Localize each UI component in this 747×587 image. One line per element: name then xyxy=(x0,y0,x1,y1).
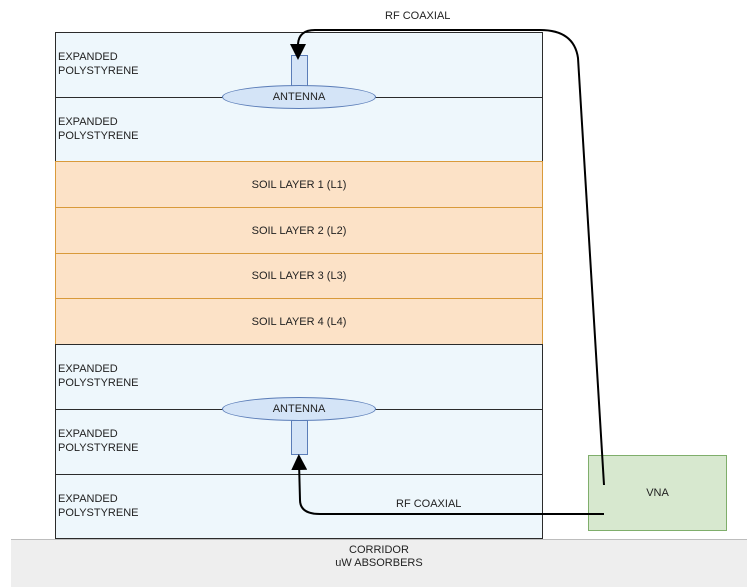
soil-layer-label: SOIL LAYER 4 (L4) xyxy=(251,316,347,328)
antenna-label: ANTENNA xyxy=(272,91,326,103)
corridor-floor: CORRIDOR uW ABSORBERS xyxy=(11,539,747,587)
top-antenna: ANTENNA xyxy=(222,85,376,109)
polystyrene-label: EXPANDED POLYSTYRENE xyxy=(58,493,139,519)
soil-layer-1: SOIL LAYER 1 (L1) xyxy=(55,161,543,207)
corridor-label: CORRIDOR xyxy=(349,544,409,556)
soil-layer-label: SOIL LAYER 2 (L2) xyxy=(251,225,347,237)
absorbers-label: uW ABSORBERS xyxy=(335,557,423,569)
bottom-rf-cable xyxy=(291,454,604,515)
polystyrene-label: EXPANDED POLYSTYRENE xyxy=(58,363,139,389)
soil-layer-2: SOIL LAYER 2 (L2) xyxy=(55,207,543,253)
top-cable-label: RF COAXIAL xyxy=(385,10,451,22)
bottom-cable-label: RF COAXIAL xyxy=(396,498,462,510)
polystyrene-label: EXPANDED POLYSTYRENE xyxy=(58,428,139,454)
soil-layer-4: SOIL LAYER 4 (L4) xyxy=(55,298,543,344)
antenna-label: ANTENNA xyxy=(272,403,326,415)
polystyrene-label: EXPANDED POLYSTYRENE xyxy=(58,51,139,77)
vna-label: VNA xyxy=(646,487,669,499)
soil-layer-label: SOIL LAYER 3 (L3) xyxy=(251,270,347,282)
soil-layer-3: SOIL LAYER 3 (L3) xyxy=(55,253,543,298)
soil-layer-label: SOIL LAYER 1 (L1) xyxy=(251,179,347,191)
vna-box: VNA xyxy=(588,455,727,531)
polystyrene-label: EXPANDED POLYSTYRENE xyxy=(58,116,139,142)
top-rf-cable xyxy=(290,29,605,486)
